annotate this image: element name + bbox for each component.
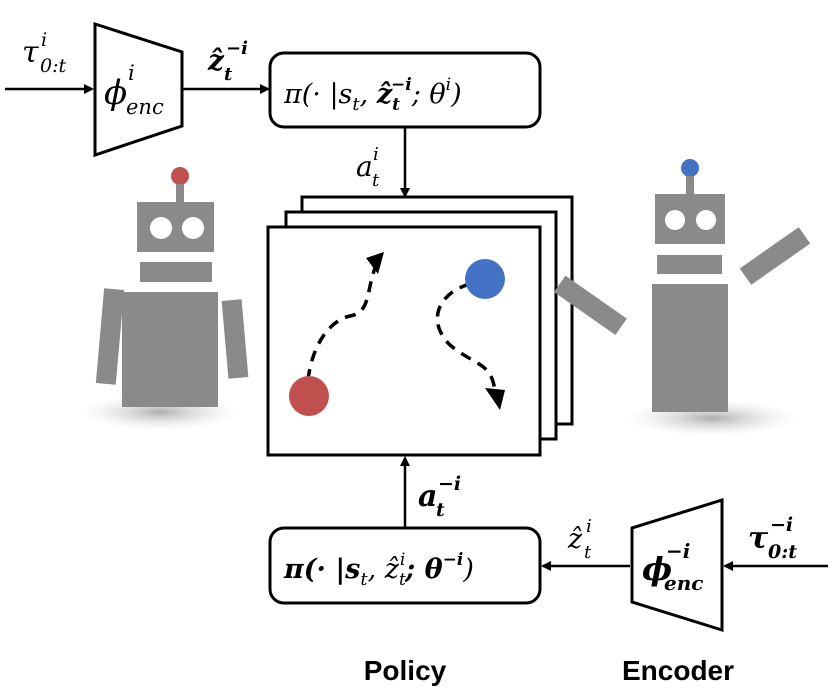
svg-text:i: i <box>128 61 135 85</box>
svg-text:−i: −i <box>666 539 690 563</box>
svg-text:t: t <box>584 542 592 563</box>
blue-agent-trajectory <box>435 282 497 393</box>
svg-text:ẑ: ẑ <box>567 524 583 555</box>
bottom-action-label: a t −i <box>418 473 461 521</box>
blue-agent <box>465 259 505 299</box>
svg-text:0:t: 0:t <box>768 541 797 563</box>
svg-text:ẑ: ẑ <box>207 44 225 77</box>
blue-trajectory-arrowhead <box>485 388 505 410</box>
right-robot-icon <box>553 159 811 436</box>
svg-text:i: i <box>373 144 379 165</box>
environment-stack <box>266 195 574 457</box>
encoder-caption: Encoder <box>622 655 734 686</box>
bottom-input-label: τ 0:t −i <box>748 514 797 563</box>
svg-text:π(· |st, ẑti; θ−i): π(· |st, ẑti; θ−i) <box>283 550 474 590</box>
svg-text:π(· |st, ẑt−i; θi): π(· |st, ẑt−i; θi) <box>283 75 462 115</box>
svg-text:0:t: 0:t <box>40 55 66 77</box>
svg-text:−i: −i <box>438 473 461 495</box>
top-encoder-block: ϕ enc i <box>93 21 184 158</box>
top-input-label: τ 0:t i <box>22 29 66 77</box>
svg-text:enc: enc <box>126 95 164 119</box>
svg-text:i: i <box>586 516 592 537</box>
red-agent-trajectory <box>306 259 380 381</box>
bottom-encoder-block: ϕ enc −i <box>630 497 724 633</box>
top-policy-box: π(· |st, ẑt−i; θi) <box>268 51 542 129</box>
svg-text:a: a <box>418 479 437 514</box>
svg-text:t: t <box>436 499 445 521</box>
svg-text:i: i <box>41 29 47 51</box>
svg-text:t: t <box>224 64 233 85</box>
policy-caption: Policy <box>364 655 447 686</box>
svg-text:ϕ: ϕ <box>642 550 672 588</box>
svg-text:−i: −i <box>770 514 793 536</box>
bottom-policy-box: π(· |st, ẑti; θ−i) <box>268 526 542 605</box>
top-action-label: a t i <box>356 144 380 191</box>
svg-text:enc: enc <box>664 571 703 595</box>
bottom-latent-label: ẑ t i <box>567 516 592 563</box>
svg-text:a: a <box>356 150 373 183</box>
svg-text:t: t <box>372 170 380 191</box>
svg-text:τ: τ <box>748 521 769 556</box>
svg-text:−i: −i <box>226 38 248 59</box>
top-latent-label: ẑ t −i <box>207 38 248 85</box>
red-trajectory-arrowhead <box>366 252 384 274</box>
svg-text:τ: τ <box>22 35 39 70</box>
red-agent <box>289 376 329 416</box>
environment-frame <box>266 225 542 457</box>
left-robot-icon <box>82 167 249 430</box>
svg-text:ϕ: ϕ <box>104 73 127 113</box>
